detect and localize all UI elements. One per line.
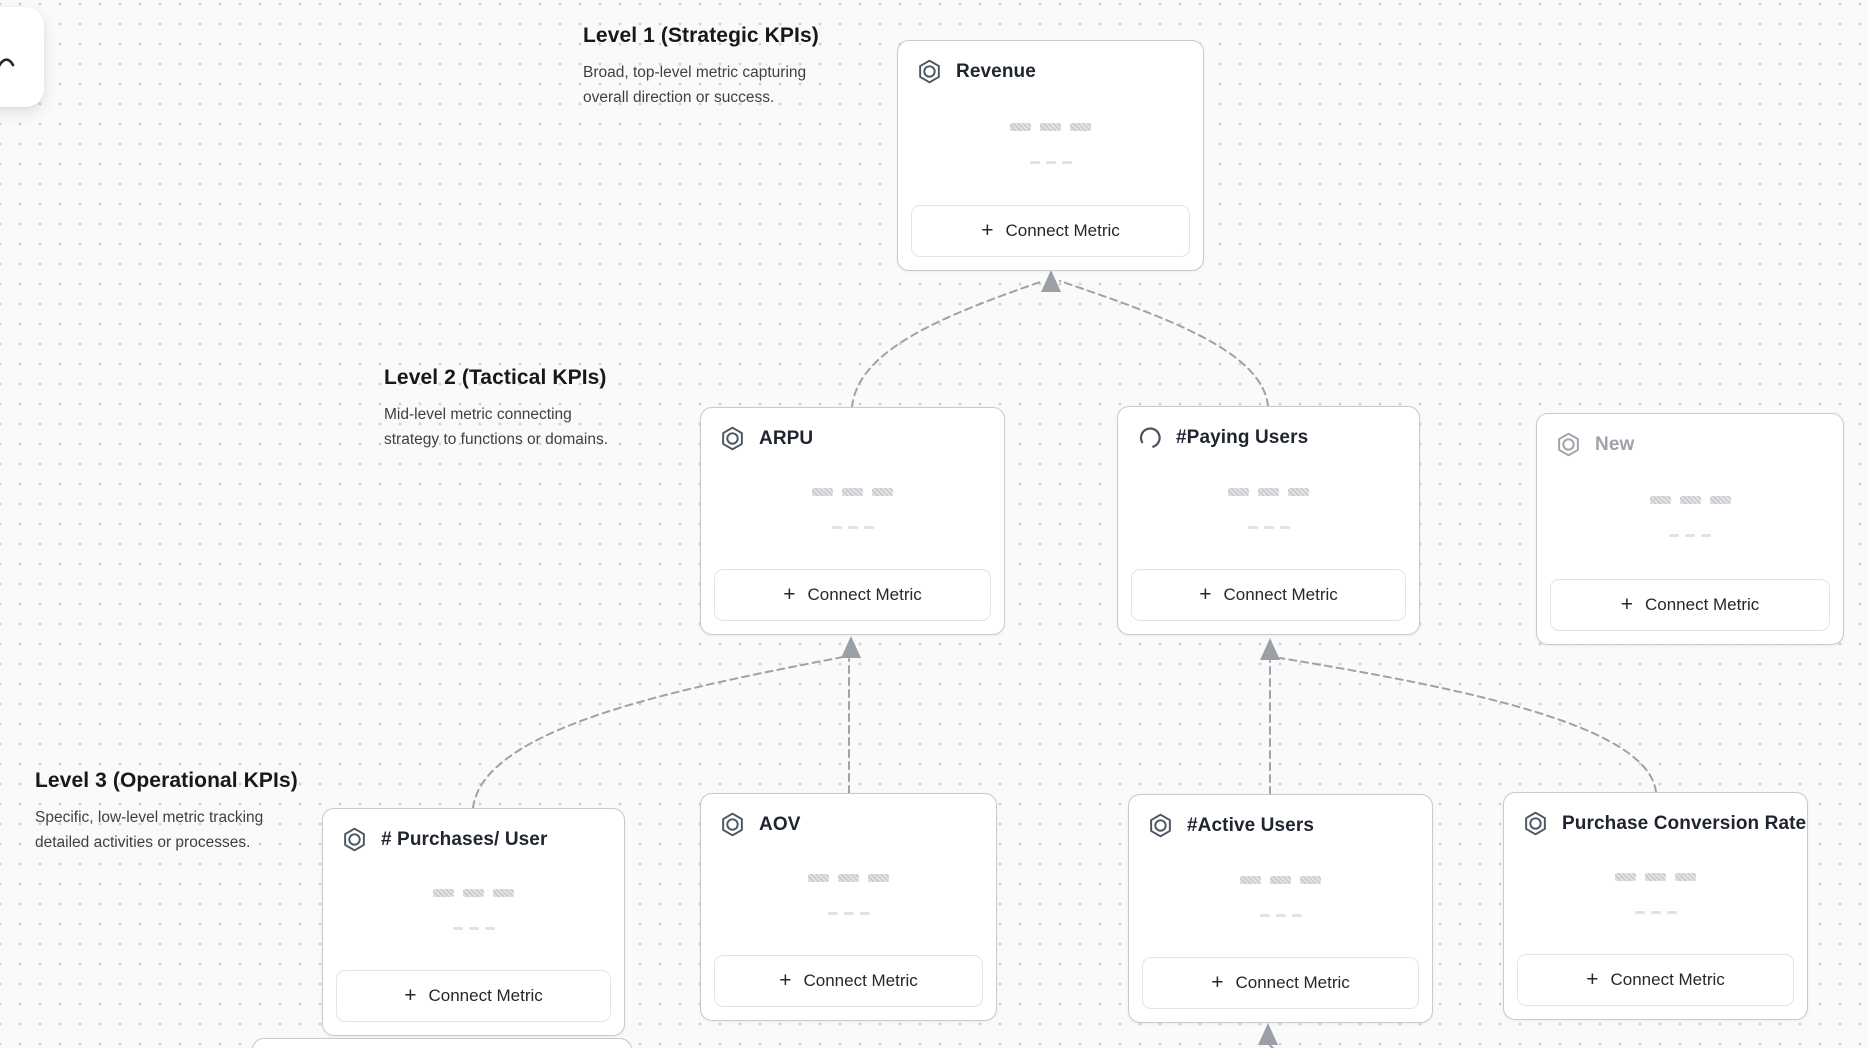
edge-paying-users-to-revenue [1059, 280, 1269, 407]
level-1-title: Level 1 (Strategic KPIs) [583, 24, 819, 47]
arrowhead-into-paying-users [1260, 638, 1280, 660]
connect-metric-button[interactable]: + Connect Metric [911, 205, 1190, 257]
edge-conversion-rate-to-paying-users [1279, 657, 1657, 793]
metric-card-title: #Paying Users [1176, 426, 1309, 448]
plus-icon: + [1620, 592, 1633, 616]
connect-metric-button[interactable]: + Connect Metric [1517, 954, 1794, 1006]
metric-card-title: ARPU [759, 427, 814, 449]
plus-icon: + [1586, 967, 1599, 991]
loading-spinner-icon [1136, 424, 1163, 451]
card-header: Purchase Conversion Rate [1504, 793, 1807, 837]
metric-skeleton-placeholder [701, 838, 996, 955]
metric-card-purchases-per-user[interactable]: # Purchases/ User + Connect Metric [322, 808, 625, 1036]
floating-tool-button[interactable] [0, 7, 44, 107]
edge-purchases-to-arpu [472, 656, 844, 809]
connect-metric-button[interactable]: + Connect Metric [714, 569, 991, 621]
metric-skeleton-placeholder [701, 452, 1004, 569]
arrowhead-into-arpu [841, 636, 861, 658]
metric-skeleton-placeholder [1504, 837, 1807, 954]
metric-card-title: New [1595, 433, 1635, 455]
metric-card-title: Purchase Conversion Rate [1562, 812, 1807, 834]
card-header: AOV [701, 794, 996, 838]
metric-hexagon-icon [341, 826, 368, 853]
level-1-description: Broad, top-level metric capturing overal… [583, 64, 807, 107]
level-1-section-label: Level 1 (Strategic KPIs) Broad, top-leve… [583, 24, 853, 110]
plus-icon: + [981, 218, 994, 242]
connect-metric-button[interactable]: + Connect Metric [714, 955, 983, 1007]
card-header: #Paying Users [1118, 407, 1419, 451]
connect-metric-button[interactable]: + Connect Metric [336, 970, 611, 1022]
metric-card-active-users[interactable]: #Active Users + Connect Metric [1128, 794, 1433, 1023]
card-header: ARPU [701, 408, 1004, 452]
metric-skeleton-placeholder [898, 85, 1203, 205]
connect-metric-label: Connect Metric [807, 585, 922, 604]
plus-icon: + [1199, 582, 1212, 606]
connect-metric-label: Connect Metric [1223, 585, 1338, 604]
connect-metric-label: Connect Metric [428, 986, 543, 1005]
metric-hexagon-icon [1522, 810, 1549, 837]
metric-card-title: # Purchases/ User [381, 828, 548, 850]
metric-card-title: Revenue [956, 60, 1036, 82]
card-header: # Purchases/ User [323, 809, 624, 853]
metric-card-purchase-conversion-rate[interactable]: Purchase Conversion Rate + Connect Metri… [1503, 792, 1808, 1020]
connect-metric-label: Connect Metric [1644, 595, 1760, 614]
level-3-section-label: Level 3 (Operational KPIs) Specific, low… [35, 769, 305, 855]
arrowhead-into-active-users [1258, 1023, 1278, 1045]
plus-icon: + [404, 983, 417, 1007]
connect-metric-button[interactable]: + Connect Metric [1131, 569, 1406, 621]
metric-hexagon-icon [719, 425, 746, 452]
level-2-description: Mid-level metric connecting strategy to … [384, 406, 609, 449]
metric-card-partial-offscreen[interactable] [252, 1038, 632, 1048]
arrowhead-into-revenue [1041, 270, 1061, 292]
card-header: #Active Users [1129, 795, 1432, 839]
metric-card-new[interactable]: New + Connect Metric [1536, 413, 1844, 645]
connect-metric-label: Connect Metric [1005, 221, 1120, 240]
edge-offscreen-to-active-users [1268, 1035, 1274, 1048]
metric-skeleton-placeholder [1537, 458, 1843, 579]
metric-skeleton-placeholder [1118, 451, 1419, 569]
plus-icon: + [783, 582, 796, 606]
level-3-title: Level 3 (Operational KPIs) [35, 769, 298, 792]
level-2-section-label: Level 2 (Tactical KPIs) Mid-level metric… [384, 366, 644, 452]
connect-metric-button[interactable]: + Connect Metric [1142, 957, 1419, 1009]
metric-hexagon-icon [1147, 812, 1174, 839]
metric-card-revenue[interactable]: Revenue + Connect Metric [897, 40, 1204, 271]
metric-card-aov[interactable]: AOV + Connect Metric [700, 793, 997, 1021]
plus-icon: + [1211, 970, 1224, 994]
metric-hexagon-icon [1555, 431, 1582, 458]
connect-metric-button[interactable]: + Connect Metric [1550, 579, 1830, 631]
card-header: Revenue [898, 41, 1203, 85]
metric-card-arpu[interactable]: ARPU + Connect Metric [700, 407, 1005, 635]
card-header: New [1537, 414, 1843, 458]
metric-card-title: AOV [759, 813, 801, 835]
cursor-tool-icon [0, 58, 15, 67]
metric-skeleton-placeholder [323, 853, 624, 970]
level-2-title: Level 2 (Tactical KPIs) [384, 366, 607, 389]
metric-skeleton-placeholder [1129, 839, 1432, 957]
metric-card-title: #Active Users [1187, 814, 1314, 836]
connect-metric-label: Connect Metric [1610, 970, 1725, 989]
plus-icon: + [779, 968, 792, 992]
metric-hexagon-icon [719, 811, 746, 838]
connect-metric-label: Connect Metric [803, 971, 918, 990]
metric-hexagon-icon [916, 58, 943, 85]
level-3-description: Specific, low-level metric tracking deta… [35, 809, 264, 852]
metric-card-paying-users[interactable]: #Paying Users + Connect Metric [1117, 406, 1420, 635]
connect-metric-label: Connect Metric [1235, 973, 1350, 992]
edge-arpu-to-revenue [851, 280, 1044, 408]
